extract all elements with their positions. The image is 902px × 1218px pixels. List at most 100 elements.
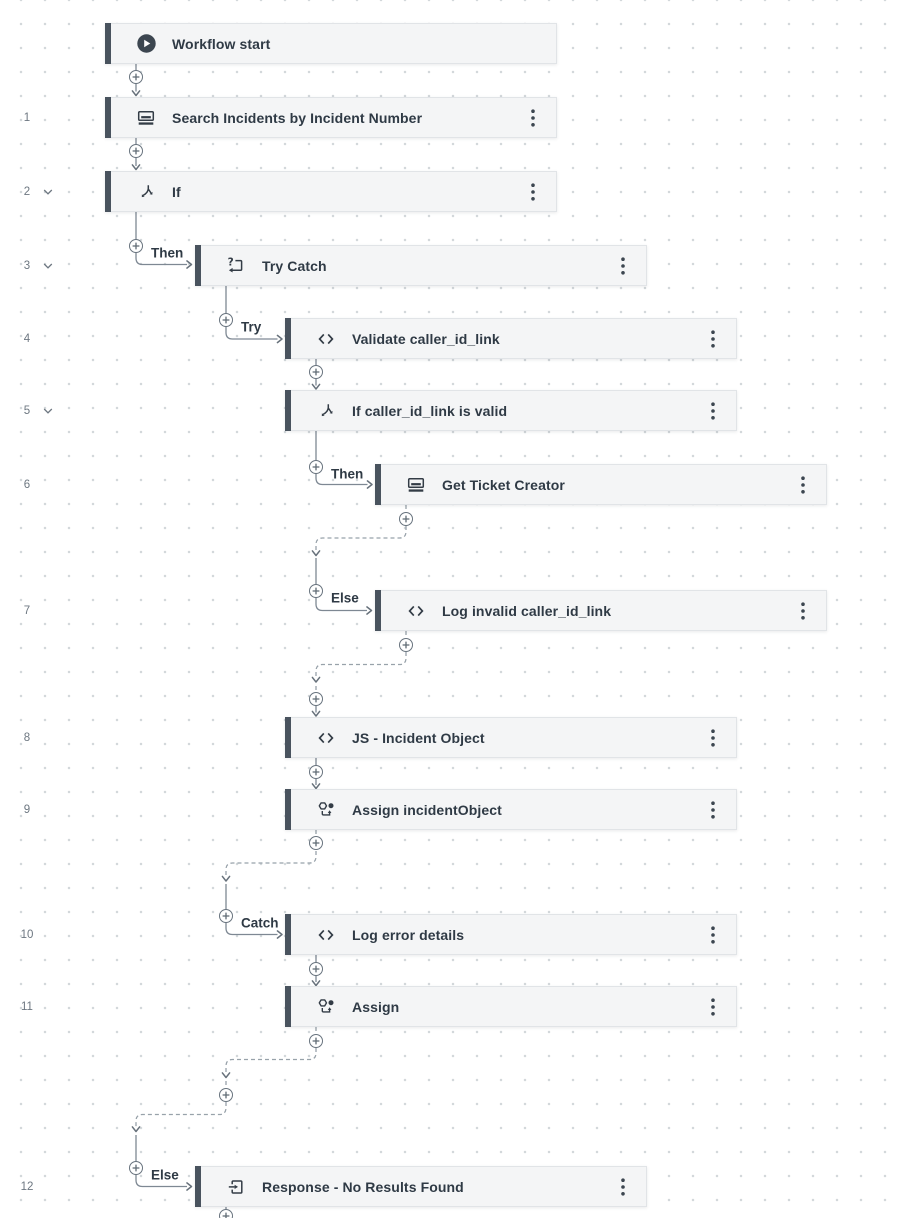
- step-card-validate-caller-id-link[interactable]: Validate caller_id_link: [285, 318, 737, 359]
- card-accent-bar: [105, 171, 111, 212]
- plus-circle-icon: [310, 1035, 322, 1047]
- kebab-menu-button[interactable]: [702, 993, 724, 1021]
- row-number-1: 1: [16, 112, 38, 124]
- step-card-workflow-start[interactable]: Workflow start: [105, 23, 557, 64]
- add-step-button[interactable]: [219, 908, 233, 923]
- kebab-menu-button[interactable]: [702, 796, 724, 824]
- step-card-if[interactable]: If: [105, 171, 557, 212]
- row-number: 10: [20, 928, 34, 941]
- connector-arrowhead: [221, 875, 231, 882]
- card-accent-bar: [285, 318, 291, 359]
- row-number: 1: [23, 111, 31, 124]
- add-step-button[interactable]: [129, 143, 143, 158]
- kebab-menu-button[interactable]: [612, 1173, 634, 1201]
- add-step-button[interactable]: [309, 584, 323, 598]
- code-icon: [315, 926, 337, 944]
- step-title: Try Catch: [262, 257, 327, 274]
- plus-circle-icon: [130, 71, 142, 83]
- step-card-assign[interactable]: Assign: [285, 986, 737, 1027]
- add-step-button[interactable]: [309, 835, 323, 850]
- add-step-button[interactable]: [219, 1088, 233, 1102]
- assign-icon: [315, 801, 337, 819]
- step-title: Log invalid caller_id_link: [442, 602, 612, 619]
- kebab-menu-button[interactable]: [522, 178, 544, 206]
- add-step-button[interactable]: [309, 1033, 323, 1048]
- row-number-9: 9: [16, 804, 38, 816]
- connector-arrowhead: [276, 334, 283, 344]
- add-step-button[interactable]: [309, 459, 323, 474]
- step-card-get-ticket-creator[interactable]: Get Ticket Creator: [375, 464, 827, 505]
- add-step-button[interactable]: [309, 365, 323, 379]
- add-step-button[interactable]: [129, 238, 143, 253]
- step-title: JS - Incident Object: [352, 729, 485, 746]
- kebab-menu-button[interactable]: [792, 597, 814, 625]
- row-number: 5: [23, 404, 31, 417]
- plus-circle-icon: [220, 314, 232, 326]
- plus-circle-icon: [220, 910, 232, 922]
- plus-circle-icon: [130, 240, 142, 252]
- kebab-menu-button[interactable]: [612, 252, 634, 280]
- step-card-log-error-details[interactable]: Log error details: [285, 914, 737, 955]
- chevron-down-icon[interactable]: [43, 262, 53, 270]
- card-accent-bar: [105, 23, 111, 64]
- code-icon: [315, 330, 337, 348]
- add-step-button[interactable]: [309, 961, 323, 976]
- connector-line: [135, 1135, 187, 1188]
- row-number: 6: [23, 478, 31, 491]
- step-card-response-no-results-found[interactable]: Response - No Results Found: [195, 1166, 647, 1207]
- row-number: 12: [20, 1180, 34, 1193]
- row-number-4: 4: [16, 333, 38, 345]
- plus-circle-icon: [220, 1089, 232, 1101]
- kebab-menu-button[interactable]: [792, 471, 814, 499]
- add-step-button[interactable]: [219, 1209, 233, 1218]
- kebab-menu-button[interactable]: [522, 104, 544, 132]
- connector-arrowhead: [366, 606, 373, 615]
- kebab-menu-button[interactable]: [702, 325, 724, 353]
- connector-arrowhead: [186, 1182, 193, 1191]
- card-accent-bar: [105, 97, 111, 138]
- connector-arrowhead: [311, 550, 321, 557]
- plus-circle-icon: [400, 639, 412, 651]
- step-card-search-incidents[interactable]: Search Incidents by Incident Number: [105, 97, 557, 138]
- row-number-5: 5: [16, 405, 53, 417]
- step-card-assign-incident-object[interactable]: Assign incidentObject: [285, 789, 737, 830]
- connector-arrowhead: [131, 164, 141, 171]
- chevron-down-icon[interactable]: [43, 407, 53, 415]
- row-number: 9: [23, 803, 31, 816]
- kebab-menu-button[interactable]: [702, 724, 724, 752]
- branch-label: Then: [331, 466, 364, 481]
- connector-line-dashed: [225, 1027, 317, 1073]
- branch-icon: [315, 402, 337, 420]
- kebab-menu-button[interactable]: [702, 397, 724, 425]
- connector-arrowhead: [131, 90, 141, 97]
- step-card-log-invalid-caller-id-link[interactable]: Log invalid caller_id_link: [375, 590, 827, 631]
- connector-line: [135, 212, 187, 266]
- add-step-button[interactable]: [399, 511, 413, 526]
- row-number: 4: [23, 332, 31, 345]
- step-title: If: [172, 183, 181, 200]
- connector-line: [225, 286, 278, 340]
- step-card-js-incident-object[interactable]: JS - Incident Object: [285, 717, 737, 758]
- row-number-8: 8: [16, 732, 38, 744]
- chevron-down-icon[interactable]: [43, 188, 53, 196]
- kebab-menu-button[interactable]: [702, 921, 724, 949]
- add-step-button[interactable]: [129, 1160, 143, 1175]
- card-accent-bar: [285, 717, 291, 758]
- add-step-button[interactable]: [309, 764, 323, 779]
- branch-label: Then: [151, 245, 184, 260]
- row-number-2: 2: [16, 186, 53, 198]
- row-number-12: 12: [16, 1181, 38, 1193]
- step-title: Assign incidentObject: [352, 801, 502, 818]
- add-step-button[interactable]: [309, 692, 323, 706]
- step-card-try-catch[interactable]: ?Try Catch: [195, 245, 647, 286]
- add-step-button[interactable]: [129, 69, 143, 84]
- step-card-if-caller-id-link-is-valid[interactable]: If caller_id_link is valid: [285, 390, 737, 431]
- plus-circle-icon: [400, 513, 412, 525]
- step-title: Assign: [352, 998, 400, 1015]
- add-step-button[interactable]: [219, 313, 233, 327]
- add-step-button[interactable]: [399, 637, 413, 652]
- step-title: Search Incidents by Incident Number: [172, 109, 423, 126]
- response-icon: [225, 1178, 247, 1196]
- connector-line-dashed: [315, 631, 407, 678]
- step-title: Validate caller_id_link: [352, 330, 500, 347]
